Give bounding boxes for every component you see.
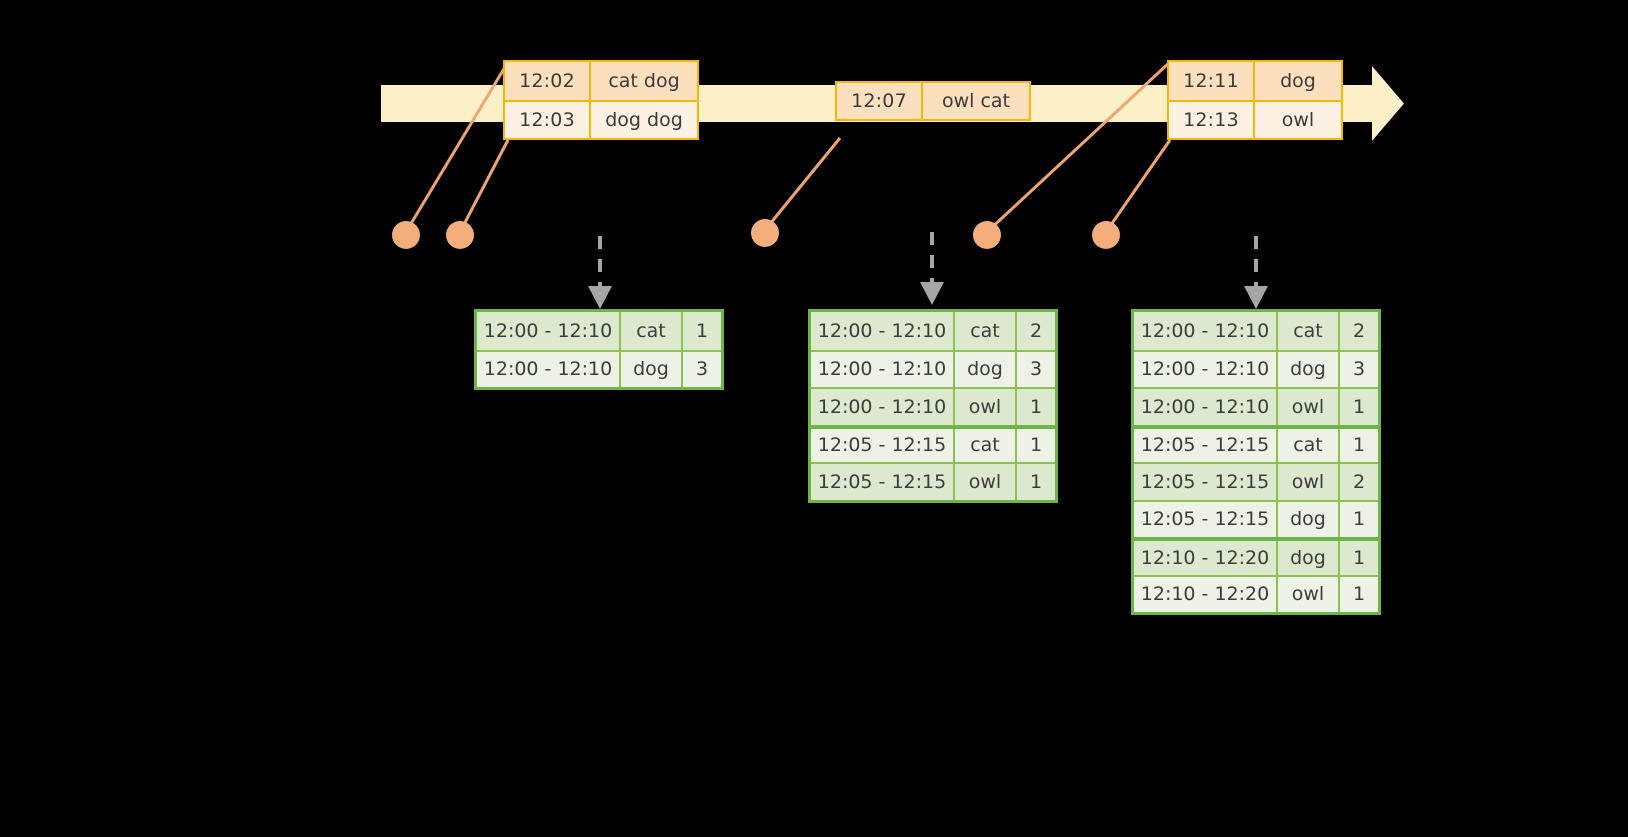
table-row[interactable]: 12:00 - 12:10 owl 1 xyxy=(1134,387,1378,425)
cell-count: 1 xyxy=(1352,546,1366,569)
table-row[interactable]: 12:05 - 12:15 cat 1 xyxy=(811,424,1055,462)
cell-key: owl xyxy=(1278,389,1340,425)
cell-window: 12:05 - 12:15 xyxy=(1134,501,1278,537)
cell-window: 12:00 - 12:10 xyxy=(1134,312,1278,350)
event-dot xyxy=(392,221,420,249)
event-dot xyxy=(973,221,1001,249)
cell-count: 1 xyxy=(1352,508,1366,531)
table-row[interactable]: 12:00 - 12:10 cat 2 xyxy=(1134,312,1378,350)
cell-count: 2 xyxy=(1352,470,1366,493)
event-dots xyxy=(392,219,1120,249)
emit-arrowheads xyxy=(588,282,1268,309)
cell-window: 12:00 - 12:10 xyxy=(811,351,955,387)
event-time: 12:02 xyxy=(505,62,591,100)
event-dot xyxy=(446,221,474,249)
cell-count: 1 xyxy=(1029,434,1043,457)
cell-window: 12:00 - 12:10 xyxy=(477,312,621,350)
timeline-event-group-1[interactable]: 12:02 cat dog 12:03 dog dog xyxy=(503,60,699,140)
timeline-event-group-2[interactable]: 12:07 owl cat xyxy=(835,81,1031,121)
result-table-3[interactable]: 12:00 - 12:10 cat 2 12:00 - 12:10 dog 3 … xyxy=(1131,309,1381,615)
cell-window: 12:00 - 12:10 xyxy=(811,312,955,350)
cell-key: cat xyxy=(955,428,1017,462)
cell-count: 1 xyxy=(1352,583,1366,606)
table-row[interactable]: 12:10 - 12:20 owl 1 xyxy=(1134,574,1378,612)
timeline-event[interactable]: 12:03 dog dog xyxy=(505,100,697,138)
cell-count: 2 xyxy=(1352,319,1366,342)
result-table-1[interactable]: 12:00 - 12:10 cat 1 12:00 - 12:10 dog 3 xyxy=(474,309,724,390)
cell-key: owl xyxy=(955,464,1017,500)
cell-window: 12:05 - 12:15 xyxy=(1134,464,1278,500)
event-payload: dog xyxy=(1280,70,1316,92)
cell-key: dog xyxy=(621,351,683,387)
timeline-event-group-3[interactable]: 12:11 dog 12:13 owl xyxy=(1167,60,1343,140)
table-row[interactable]: 12:05 - 12:15 cat 1 xyxy=(1134,424,1378,462)
table-row[interactable]: 12:00 - 12:10 cat 2 xyxy=(811,312,1055,350)
result-table-2[interactable]: 12:00 - 12:10 cat 2 12:00 - 12:10 dog 3 … xyxy=(808,309,1058,503)
cell-key: dog xyxy=(1278,351,1340,387)
cell-key: cat xyxy=(621,312,683,350)
table-row[interactable]: 12:00 - 12:10 cat 1 xyxy=(477,312,721,350)
cell-window: 12:05 - 12:15 xyxy=(811,428,955,462)
cell-count: 1 xyxy=(1029,470,1043,493)
cell-key: owl xyxy=(1278,464,1340,500)
event-time: 12:03 xyxy=(505,102,591,138)
event-dot xyxy=(751,219,779,247)
cell-key: cat xyxy=(1278,428,1340,462)
timeline-event[interactable]: 12:02 cat dog xyxy=(505,62,697,100)
cell-window: 12:05 - 12:15 xyxy=(1134,428,1278,462)
table-row[interactable]: 12:00 - 12:10 owl 1 xyxy=(811,387,1055,425)
event-time: 12:07 xyxy=(837,83,923,119)
table-row[interactable]: 12:00 - 12:10 dog 3 xyxy=(477,349,721,387)
event-time: 12:13 xyxy=(1169,102,1255,138)
event-payload: cat dog xyxy=(608,70,680,92)
timeline-event[interactable]: 12:07 owl cat xyxy=(837,83,1029,119)
cell-count: 1 xyxy=(695,319,709,342)
table-row[interactable]: 12:00 - 12:10 dog 3 xyxy=(1134,349,1378,387)
cell-key: dog xyxy=(1278,541,1340,575)
cell-key: owl xyxy=(955,389,1017,425)
event-payload: owl cat xyxy=(941,90,1011,112)
cell-window: 12:00 - 12:10 xyxy=(1134,351,1278,387)
cell-key: cat xyxy=(955,312,1017,350)
table-row[interactable]: 12:00 - 12:10 dog 3 xyxy=(811,349,1055,387)
cell-key: dog xyxy=(1278,501,1340,537)
cell-count: 2 xyxy=(1029,319,1043,342)
table-row[interactable]: 12:10 - 12:20 dog 1 xyxy=(1134,537,1378,575)
cell-key: owl xyxy=(1278,576,1340,612)
event-payload: owl xyxy=(1281,109,1315,131)
table-row[interactable]: 12:05 - 12:15 owl 2 xyxy=(1134,462,1378,500)
table-row[interactable]: 12:05 - 12:15 dog 1 xyxy=(1134,499,1378,537)
cell-window: 12:10 - 12:20 xyxy=(1134,541,1278,575)
cell-count: 3 xyxy=(695,358,709,381)
cell-key: cat xyxy=(1278,312,1340,350)
timeline-event[interactable]: 12:11 dog xyxy=(1169,62,1341,100)
cell-count: 3 xyxy=(1352,358,1366,381)
event-dot xyxy=(1092,221,1120,249)
event-payload: dog dog xyxy=(605,109,683,131)
timeline-event[interactable]: 12:13 owl xyxy=(1169,100,1341,138)
cell-key: dog xyxy=(955,351,1017,387)
cell-window: 12:00 - 12:10 xyxy=(477,351,621,387)
cell-window: 12:00 - 12:10 xyxy=(1134,389,1278,425)
emit-arrows xyxy=(598,232,1258,288)
cell-count: 1 xyxy=(1029,395,1043,418)
table-row[interactable]: 12:05 - 12:15 owl 1 xyxy=(811,462,1055,500)
cell-window: 12:00 - 12:10 xyxy=(811,389,955,425)
event-time: 12:11 xyxy=(1169,62,1255,100)
cell-count: 3 xyxy=(1029,358,1043,381)
cell-window: 12:05 - 12:15 xyxy=(811,464,955,500)
cell-count: 1 xyxy=(1352,434,1366,457)
cell-window: 12:10 - 12:20 xyxy=(1134,576,1278,612)
cell-count: 1 xyxy=(1352,395,1366,418)
